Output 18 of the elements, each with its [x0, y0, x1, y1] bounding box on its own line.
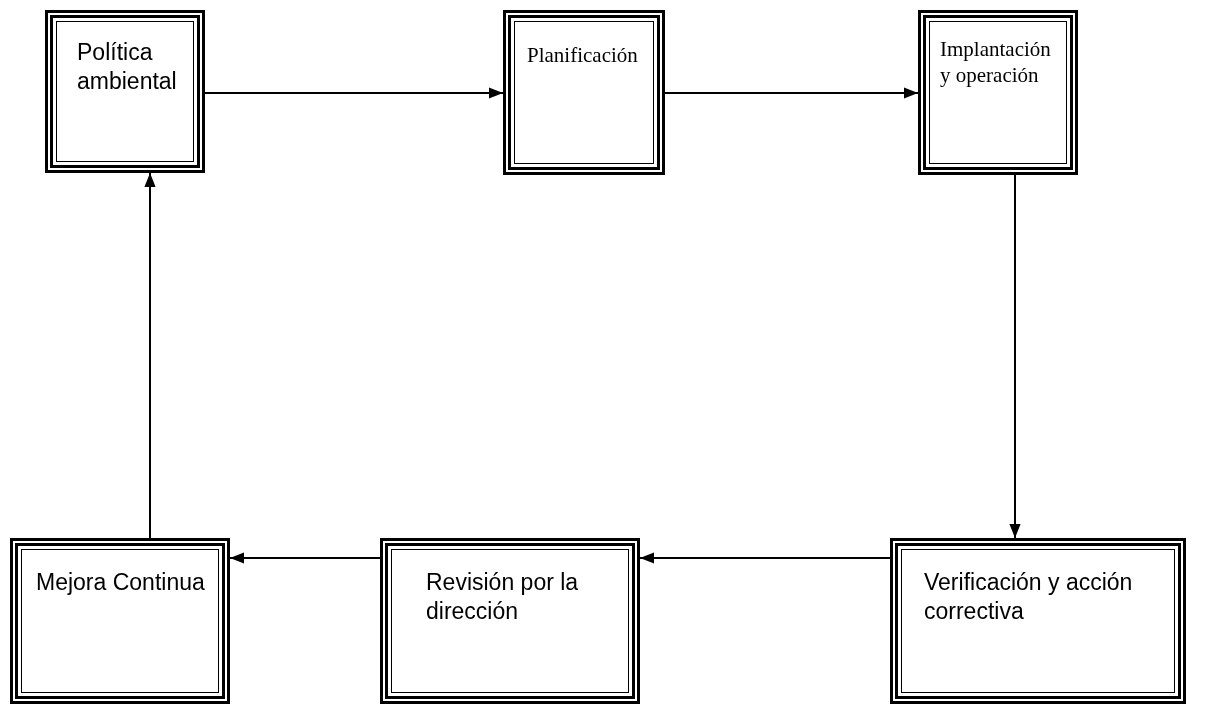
- process-box: [503, 10, 665, 175]
- process-box: [380, 538, 640, 704]
- arrow: [144, 172, 156, 539]
- process-box: [45, 10, 205, 173]
- box-label: Verificación y acción correctiva: [924, 568, 1134, 626]
- process-box: [890, 538, 1186, 704]
- process-box: [10, 538, 230, 704]
- arrow: [229, 552, 381, 564]
- box-label: Planificación: [527, 42, 638, 69]
- arrow: [1009, 174, 1021, 539]
- box-label: Implantación y operación: [940, 36, 1052, 89]
- process-box: [918, 10, 1078, 175]
- arrow: [639, 552, 891, 564]
- arrow: [664, 87, 919, 99]
- arrow: [204, 87, 504, 99]
- box-label: Revisión por la dirección: [426, 568, 580, 626]
- box-label: Política ambiental: [77, 38, 178, 96]
- box-label: Mejora Continua: [36, 568, 205, 597]
